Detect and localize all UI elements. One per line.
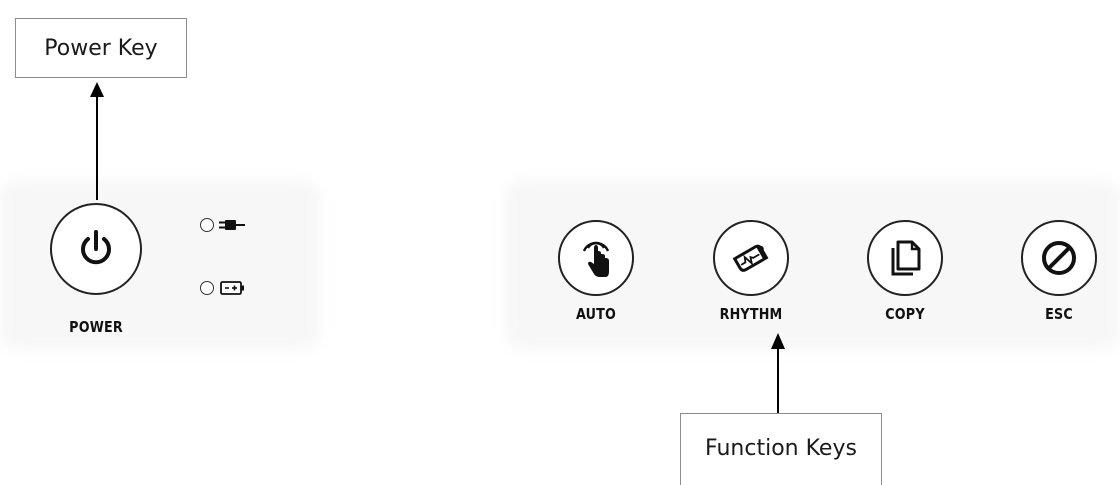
auto-button[interactable] bbox=[558, 220, 634, 296]
copy-button[interactable] bbox=[867, 220, 943, 296]
esc-button[interactable] bbox=[1021, 220, 1097, 296]
battery-indicator bbox=[200, 281, 214, 295]
power-icon bbox=[81, 230, 111, 265]
plug-icon bbox=[219, 220, 245, 230]
esc-button-label: ESC bbox=[1045, 305, 1073, 323]
power-button-label: POWER bbox=[69, 318, 123, 336]
rhythm-button-label: RHYTHM bbox=[719, 305, 783, 323]
rhythm-strip-icon bbox=[732, 244, 769, 272]
power-callout-arrowhead bbox=[90, 82, 104, 97]
rhythm-button[interactable] bbox=[713, 220, 789, 296]
copy-pages-icon bbox=[891, 240, 921, 276]
cancel-icon bbox=[1042, 241, 1076, 275]
power-button[interactable] bbox=[50, 203, 142, 295]
touch-hand-icon bbox=[582, 241, 610, 277]
auto-button-label: AUTO bbox=[575, 305, 617, 323]
copy-button-label: COPY bbox=[885, 305, 925, 323]
power-key-callout: Power Key bbox=[15, 18, 187, 78]
battery-icon bbox=[220, 281, 244, 295]
function-keys-callout: Function Keys bbox=[680, 413, 882, 485]
ac-power-indicator bbox=[200, 218, 214, 232]
